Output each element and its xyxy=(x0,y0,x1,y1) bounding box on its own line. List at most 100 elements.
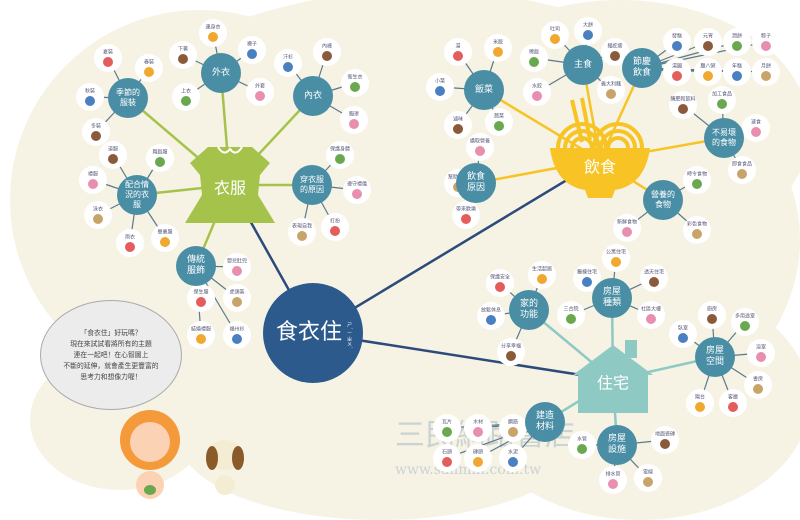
leaf-label: 禮服 xyxy=(88,171,98,178)
item-picture-icon xyxy=(178,54,188,64)
leaf-label: 吐司 xyxy=(550,26,560,33)
leaf-label: 書房 xyxy=(753,376,763,383)
hub-node xyxy=(293,76,333,116)
leaf-label: 攝取營養 xyxy=(470,138,490,145)
item-picture-icon xyxy=(646,314,656,324)
leaf-label: 保護安全 xyxy=(490,274,510,281)
item-picture-icon xyxy=(232,266,242,276)
item-picture-icon xyxy=(108,154,118,164)
leaf-label: 外套 xyxy=(255,83,265,90)
leaf-node: 分享幸福 xyxy=(497,338,525,366)
leaf-node: 瓦片 xyxy=(433,414,461,442)
item-picture-icon xyxy=(475,146,485,156)
leaf-node: 粽子 xyxy=(752,28,780,56)
leaf-label: 上衣 xyxy=(181,88,191,95)
hub-label-wrap: 飯菜 xyxy=(464,70,504,110)
item-picture-icon xyxy=(707,314,717,324)
leaf-node: 滷味 xyxy=(444,111,472,139)
leaf-node: 表現自我 xyxy=(288,218,316,246)
leaf-node: 秋裝 xyxy=(76,83,104,111)
center-label: 食衣住 xyxy=(276,320,342,345)
main-connector xyxy=(312,158,601,335)
leaf-node: 義大利麵 xyxy=(597,76,625,104)
item-picture-icon xyxy=(232,334,242,344)
leaf-node: 嬰兒肚兜 xyxy=(223,253,251,281)
hub-node xyxy=(563,45,603,85)
leaf-node: 年糕 xyxy=(723,58,751,86)
item-picture-icon xyxy=(486,315,496,325)
item-picture-icon xyxy=(728,402,738,412)
leaf-node: 電線 xyxy=(634,464,662,492)
item-picture-icon xyxy=(352,189,362,199)
hub-label-wrap: 外衣 xyxy=(201,53,241,93)
hub-label: 家的功能 xyxy=(519,299,538,320)
leaf-node: 公寓住宅 xyxy=(602,244,630,272)
leaf-node: 襪子 xyxy=(238,36,266,64)
hub-label: 建造材料 xyxy=(535,411,554,432)
leaf-label: 秋裝 xyxy=(85,88,95,95)
hub-label: 主食 xyxy=(573,59,592,70)
leaf-node: 湯 xyxy=(444,38,472,66)
leaf-label: 小菜 xyxy=(435,78,445,85)
leaf-label: 稀飯 xyxy=(529,49,539,56)
leaf-label: 電線 xyxy=(643,469,653,476)
item-picture-icon xyxy=(737,169,747,179)
item-picture-icon xyxy=(508,457,518,467)
item-picture-icon xyxy=(442,457,452,467)
leaf-label: 帶來歡樂 xyxy=(456,206,476,213)
hub-label-wrap: 建造材料 xyxy=(525,402,565,442)
hub-label-wrap: 內衣 xyxy=(293,76,333,116)
item-picture-icon xyxy=(125,242,135,252)
hub-label: 房屋種類 xyxy=(602,287,621,308)
leaf-node: 虎頭裝 xyxy=(223,284,251,312)
leaf-node: 獨棟住宅 xyxy=(573,264,601,292)
leaf-label: 地面瓷磚 xyxy=(655,431,675,438)
hub-label: 配合情況的衣服 xyxy=(125,180,149,209)
leaf-label: 雨衣 xyxy=(125,234,135,241)
leaf-label: 放鬆休息 xyxy=(481,307,501,314)
hub-node xyxy=(176,246,216,286)
leaf-label: 粽子 xyxy=(761,33,771,40)
leaf-label: 臘八粥 xyxy=(700,63,715,70)
dress-icon xyxy=(185,146,275,223)
item-picture-icon xyxy=(608,479,618,489)
item-picture-icon xyxy=(695,402,705,412)
item-picture-icon xyxy=(756,352,766,362)
leaf-label: 瓦片 xyxy=(442,419,452,426)
leaf-label: 結婚禮服 xyxy=(191,326,211,333)
item-picture-icon xyxy=(85,96,95,106)
leaf-label: 連身衣 xyxy=(205,24,220,31)
leaf-label: 廚房 xyxy=(707,306,717,313)
hub-label: 內衣 xyxy=(303,90,322,101)
leaf-node: 麵疙瘩 xyxy=(601,38,629,66)
leaf-label: 蔬菜 xyxy=(494,113,504,120)
leaf-node: 新鮮食物 xyxy=(613,214,641,242)
hub-label-wrap: 房屋種類 xyxy=(592,278,632,318)
leaf-node: 加工食品 xyxy=(708,86,736,114)
item-picture-icon xyxy=(493,47,503,57)
leaf-label: 浴室 xyxy=(756,344,766,351)
item-picture-icon xyxy=(196,297,206,307)
leaf-node: 木材 xyxy=(464,414,492,442)
speech-line: 現在來試試看將所有的主題 xyxy=(70,339,152,348)
leaf-node: 客廳 xyxy=(719,389,747,417)
item-picture-icon xyxy=(643,477,653,487)
leaf-label: 滷味 xyxy=(453,116,463,123)
leaf-node: 泳衣 xyxy=(84,201,112,229)
item-picture-icon xyxy=(144,67,154,77)
leaf-label: 新鮮食物 xyxy=(617,219,637,226)
branch-label: 住宅 xyxy=(597,374,629,393)
leaf-node: 鋼筋 xyxy=(499,414,527,442)
leaf-node: 衛生衣 xyxy=(341,69,369,97)
leaf-label: 醃肥和飲料 xyxy=(670,96,695,103)
leaf-node: 禮服 xyxy=(79,166,107,194)
hub-label: 飲食原因 xyxy=(466,172,485,193)
leaf-node: 攝取營養 xyxy=(466,133,494,161)
item-picture-icon xyxy=(717,99,727,109)
leaf-label: 月餅 xyxy=(761,63,771,70)
item-picture-icon xyxy=(583,30,593,40)
hub-label: 傳統服飾 xyxy=(186,255,205,276)
item-picture-icon xyxy=(508,427,518,437)
item-picture-icon xyxy=(582,277,592,287)
item-picture-icon xyxy=(494,121,504,131)
